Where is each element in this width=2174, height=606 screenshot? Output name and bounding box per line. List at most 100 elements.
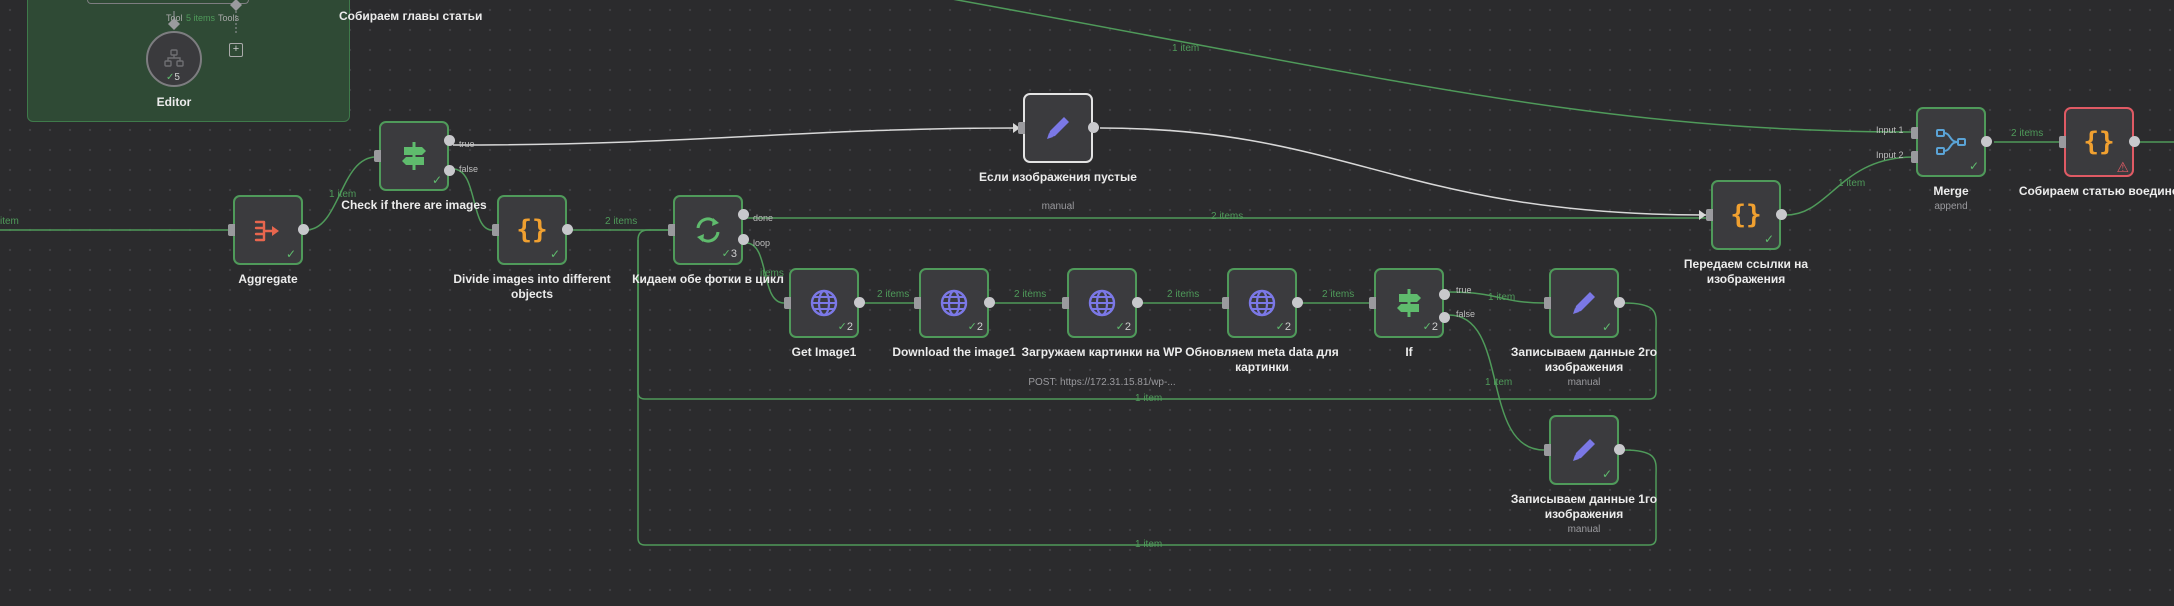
- edge-loop-to-get-image: [745, 242, 785, 304]
- output-port[interactable]: [562, 224, 573, 235]
- upload-images-sub: POST: https://172.31.15.81/wp-...: [1028, 377, 1176, 388]
- done-output-port[interactable]: [738, 209, 749, 220]
- input-port[interactable]: [784, 297, 791, 309]
- edge-label-upload-update: 2 items: [1167, 289, 1200, 300]
- check-images-node[interactable]: ✓: [374, 121, 455, 191]
- input-port[interactable]: [374, 150, 381, 162]
- edge-label-if-true: 1 item: [1488, 292, 1516, 303]
- write-first-image-sub: manual: [1567, 524, 1601, 535]
- get-image-node[interactable]: ✓2: [784, 268, 865, 338]
- edge-write2-back: [637, 229, 1657, 400]
- aggregate-node[interactable]: ✓: [228, 195, 309, 265]
- merge-label: Merge: [1933, 184, 1969, 198]
- edge-label-if-false: 1 item: [1485, 377, 1513, 388]
- false-output-port[interactable]: [444, 165, 455, 176]
- input-port[interactable]: [1222, 297, 1229, 309]
- input-port[interactable]: [668, 224, 675, 236]
- pass-links-node[interactable]: {} ✓: [1706, 180, 1787, 250]
- edge-write1-back: [637, 240, 1657, 546]
- input-1-label: Input 1: [1876, 125, 1904, 135]
- edge-check-false-to-divide: [452, 168, 493, 231]
- input-port[interactable]: [228, 224, 235, 236]
- update-meta-label: Обновляем meta data для картинки: [1185, 345, 1339, 374]
- output-port[interactable]: [1776, 209, 1787, 220]
- edge-label-top-merge: 1 item: [1172, 43, 1200, 54]
- output-port[interactable]: [854, 297, 865, 308]
- add-tool-button[interactable]: +: [229, 43, 243, 57]
- input-port[interactable]: [492, 224, 499, 236]
- input-port[interactable]: [2059, 136, 2066, 148]
- loop-port-label: loop: [753, 238, 771, 248]
- group-tool-connectors: [168, 0, 242, 35]
- globe-icon: [1088, 289, 1116, 317]
- input-2-port[interactable]: [1911, 151, 1918, 163]
- if-empty-sub: manual: [1041, 201, 1075, 212]
- true-output-port[interactable]: [1439, 289, 1450, 300]
- edge-pass-to-merge: [1785, 156, 1915, 216]
- loop-node[interactable]: ✓3: [668, 195, 749, 265]
- success-check-icon: ✓: [549, 247, 560, 261]
- if-node[interactable]: ✓2: [1369, 268, 1450, 338]
- sub-workflow-group[interactable]: Tool 5 items Tools + ✓5 Editor: [27, 0, 350, 122]
- upload-images-node[interactable]: ✓2: [1062, 268, 1143, 338]
- edge-if-false-to-write1: [1448, 314, 1545, 451]
- upload-images-label: Загружаем картинки на WP: [1021, 345, 1183, 359]
- input-port[interactable]: [1544, 444, 1551, 456]
- loop-output-port[interactable]: [738, 234, 749, 245]
- input-port[interactable]: [914, 297, 921, 309]
- success-check-icon: ✓: [285, 247, 296, 261]
- input-port[interactable]: [1062, 297, 1069, 309]
- output-port[interactable]: [1088, 122, 1099, 133]
- edge-label-write2-back: 1 item: [1135, 393, 1163, 404]
- write-first-image-node[interactable]: ✓: [1544, 415, 1625, 485]
- false-port-label: false: [459, 164, 479, 174]
- true-output-port[interactable]: [444, 135, 455, 146]
- true-port-label: true: [1456, 285, 1472, 295]
- divide-images-node[interactable]: {} ✓: [492, 195, 573, 265]
- merge-node[interactable]: ✓: [1911, 107, 1992, 177]
- output-port[interactable]: [1614, 297, 1625, 308]
- done-port-label: done: [753, 213, 774, 223]
- assemble-article-label: Собираем статью воедино: [2018, 184, 2174, 198]
- editor-node[interactable]: ✓5: [146, 31, 202, 87]
- output-port[interactable]: [1292, 297, 1303, 308]
- output-port[interactable]: [984, 297, 995, 308]
- signpost-icon: [1397, 289, 1421, 317]
- tools-label: Tools: [218, 13, 240, 23]
- download-image-node[interactable]: ✓2: [914, 268, 995, 338]
- output-port[interactable]: [1132, 297, 1143, 308]
- success-check-icon: ✓: [1601, 467, 1612, 481]
- check-icon: ✓: [967, 321, 977, 333]
- if-empty-node[interactable]: [1018, 93, 1099, 163]
- write-second-image-node[interactable]: ✓: [1544, 268, 1625, 338]
- write-second-image-sub: manual: [1567, 377, 1601, 388]
- edge-label-write1-back: 1 item: [1135, 539, 1163, 550]
- false-output-port[interactable]: [1439, 312, 1450, 323]
- edge-label-merge-out: 2 items: [2011, 128, 2044, 139]
- check-icon: ✓: [1275, 321, 1285, 333]
- output-port[interactable]: [1614, 444, 1625, 455]
- get-image-label: Get Image1: [791, 345, 857, 359]
- input-2-label: Input 2: [1876, 150, 1904, 160]
- success-check-icon: ✓: [1968, 159, 1979, 173]
- input-port[interactable]: [1369, 297, 1376, 309]
- check-icon: ✓: [1115, 321, 1125, 333]
- edge-label-pass-merge: 1 item: [1838, 178, 1866, 189]
- output-port[interactable]: [1981, 136, 1992, 147]
- assemble-article-node[interactable]: {} ⚠: [2059, 107, 2140, 177]
- divide-images-label: Divide images into different objects: [453, 272, 611, 301]
- input-port[interactable]: [1018, 122, 1025, 134]
- write-first-image-label: Записываем данные 1го изображения: [1510, 492, 1658, 521]
- input-port[interactable]: [1706, 209, 1713, 221]
- edge-label-get-download: 2 items: [877, 289, 910, 300]
- update-meta-node[interactable]: ✓2: [1222, 268, 1303, 338]
- aggregate-label: Aggregate: [238, 272, 298, 286]
- code-icon: {}: [1730, 200, 1762, 230]
- input-port[interactable]: [1544, 297, 1551, 309]
- input-1-port[interactable]: [1911, 127, 1918, 139]
- output-port[interactable]: [298, 224, 309, 235]
- output-port[interactable]: [2129, 136, 2140, 147]
- group-node-label: Собираем главы статьи: [339, 9, 483, 23]
- write-second-image-label: Записываем данные 2го изображения: [1510, 345, 1658, 374]
